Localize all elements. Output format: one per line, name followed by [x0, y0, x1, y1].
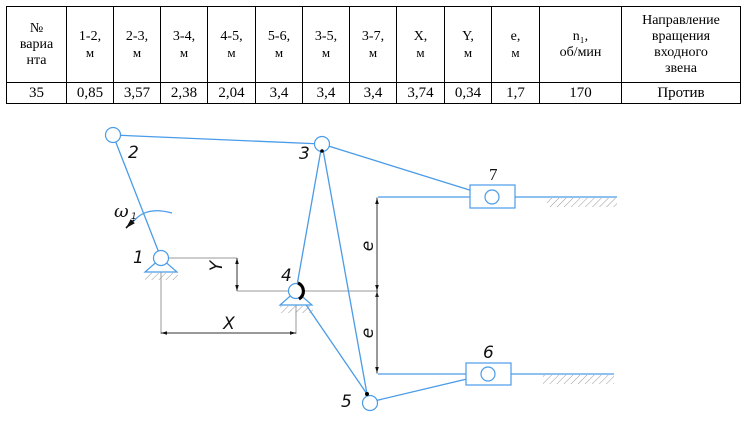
label-joint-2: 2: [128, 143, 139, 163]
header-text: 5-6,: [267, 28, 291, 44]
link-3-5: [321, 143, 368, 395]
header-unit: м: [463, 44, 473, 60]
omega-arrowhead: [125, 219, 135, 229]
cell-variant: 35: [6, 82, 67, 104]
cell-e: 1,7: [491, 82, 540, 104]
label-dim-y: Y: [207, 259, 227, 271]
header-unit: м: [179, 44, 189, 60]
label-omega: ω: [114, 201, 129, 222]
header-unit: м: [274, 44, 284, 60]
joint-5: [361, 394, 379, 412]
header-text: e,: [510, 28, 521, 44]
cell-n1: 170: [539, 82, 622, 104]
header-e: e,м: [491, 6, 540, 83]
ground-hatch-6: [543, 375, 614, 384]
slider-guides: [378, 196, 617, 375]
link-2-3: [112, 134, 323, 145]
cell-4-5: 2,04: [207, 82, 256, 104]
header-3-5: 3-5,м: [302, 6, 350, 83]
header-x: X,м: [396, 6, 445, 83]
header-text: 1-2,: [78, 28, 102, 44]
joint-2: [104, 126, 122, 144]
label-dim-e-lower: e: [358, 328, 378, 338]
link-3-4: [295, 143, 323, 292]
header-unit: м: [321, 44, 331, 60]
cell-y: 0,34: [444, 82, 492, 104]
header-text: звена: [665, 60, 697, 76]
label-joint-1: 1: [133, 248, 144, 268]
header-text: вариа: [19, 36, 54, 52]
cell-5-6: 3,4: [255, 82, 303, 104]
header-3-7: 3-7,м: [349, 6, 397, 83]
header-text: №: [29, 20, 44, 36]
joint-3-dot: [320, 149, 324, 153]
cell-3-5: 3,4: [302, 82, 350, 104]
header-text: n₁,: [572, 28, 589, 44]
label-joint-3: 3: [299, 144, 310, 164]
header-unit: м: [227, 44, 236, 60]
label-joint-4: 4: [281, 266, 292, 286]
header-text: Y,: [462, 28, 474, 44]
slider-6-joint: [480, 366, 496, 382]
header-text: X,: [413, 28, 428, 44]
label-dim-e-upper: e: [358, 241, 378, 251]
header-unit: м: [511, 44, 520, 60]
header-unit: м: [85, 44, 95, 60]
ground-hatch-7: [547, 198, 617, 207]
label-joint-5: 5: [341, 392, 352, 412]
header-text: 3-4,: [172, 28, 196, 44]
omega-arc: [133, 210, 173, 222]
label-omega-subscript: 1: [131, 212, 137, 222]
cell-1-2: 0,85: [66, 82, 114, 104]
header-text: Направление: [642, 12, 720, 28]
header-n1: n₁,об/мин: [539, 6, 622, 83]
header-5-6: 5-6,м: [255, 6, 303, 83]
header-unit: об/мин: [559, 44, 602, 60]
joint-4-bracket: [297, 281, 305, 301]
cell-x: 3,74: [396, 82, 445, 104]
cell-direction: Против: [621, 82, 741, 104]
dimension-lines: [160, 197, 379, 374]
header-text: вращения: [651, 28, 711, 44]
table-row: 35 0,85 3,57 2,38 2,04 3,4 3,4 3,4 3,74 …: [6, 82, 741, 104]
header-text: 4-5,: [220, 28, 243, 44]
joint-5-dot: [365, 392, 369, 396]
label-joint-6: 6: [483, 343, 494, 363]
label-dim-x: X: [222, 314, 235, 334]
link-3-7: [321, 143, 493, 198]
header-text: 3-5,: [314, 28, 338, 44]
cell-3-7: 3,4: [349, 82, 397, 104]
label-joint-7: 7: [489, 165, 498, 184]
header-unit: м: [416, 44, 425, 60]
header-text: 3-7,: [361, 28, 385, 44]
joint-1: [152, 249, 170, 267]
header-text: нта: [26, 52, 47, 68]
links: [112, 134, 493, 403]
header-text: входного: [654, 44, 708, 60]
link-1-2: [112, 134, 162, 259]
header-text: 2-3,: [125, 28, 149, 44]
header-unit: м: [132, 44, 142, 60]
header-unit: м: [368, 44, 378, 60]
slider-7-joint: [484, 189, 500, 205]
cell-2-3: 3,57: [113, 82, 161, 104]
